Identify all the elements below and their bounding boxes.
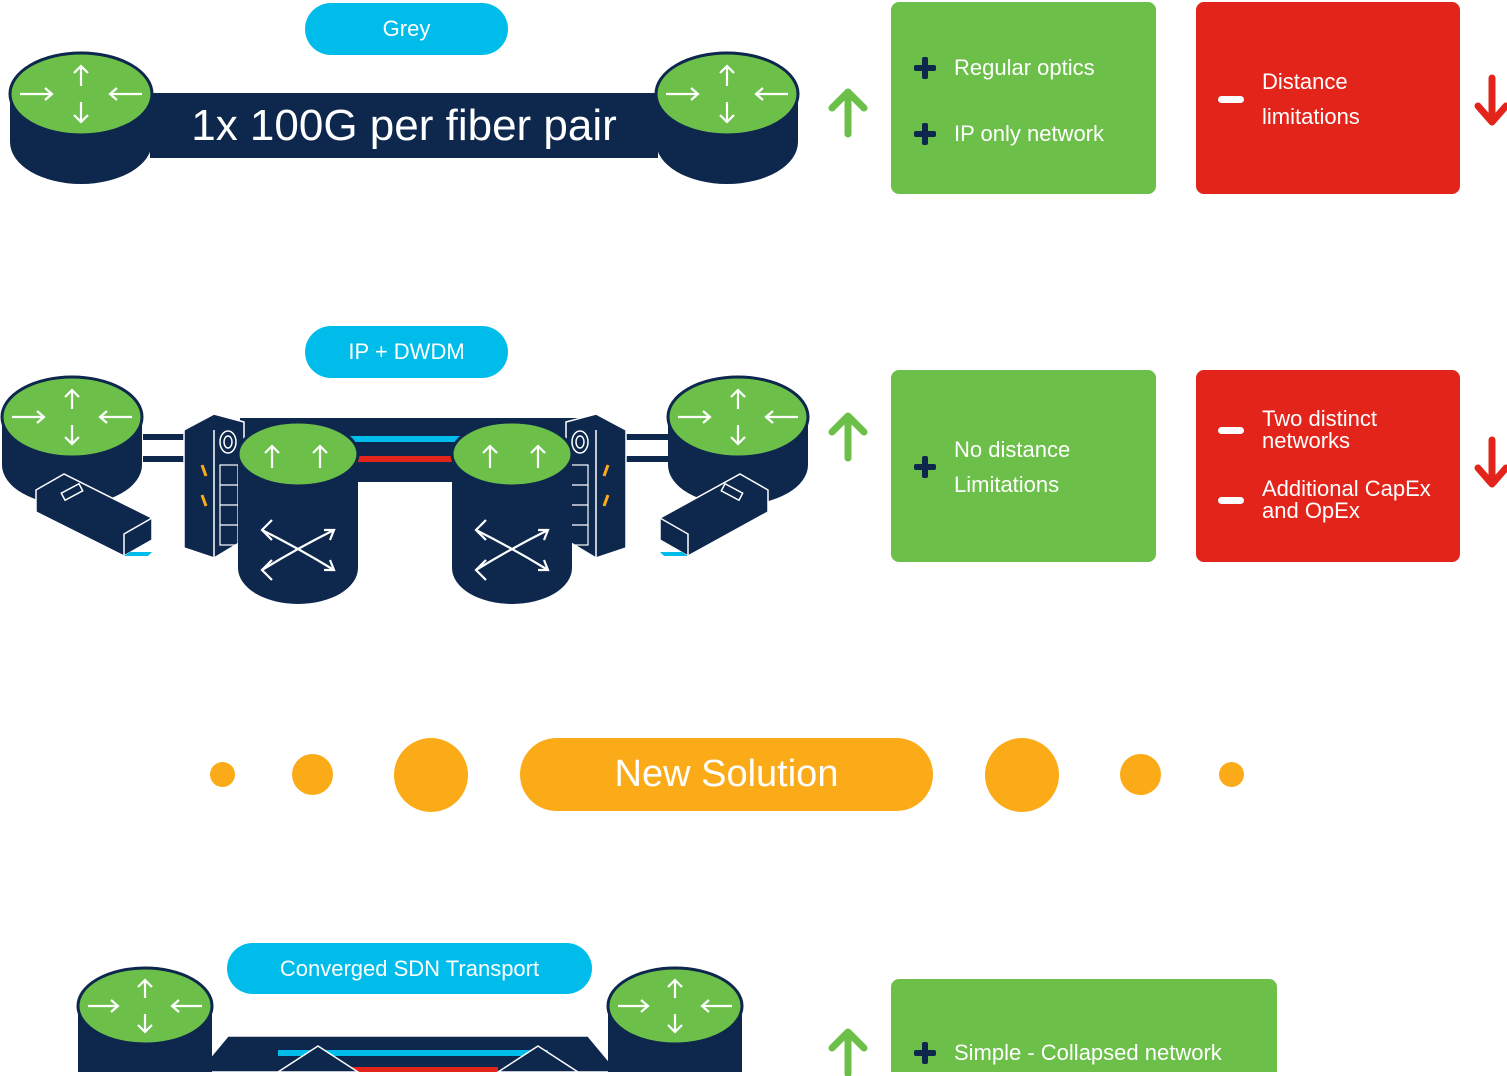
minus-icon [1218,95,1244,103]
plus-icon [914,456,936,478]
divider-dot [1219,762,1244,787]
grey-pill-label: Grey [382,16,431,41]
converged-sdn-diagram [76,966,744,1073]
dwdm-pill-label: IP + DWDM [348,339,465,364]
transceiver-icon [659,473,769,558]
grey-pill: Grey [305,3,508,55]
con-item: Two distinct networks [1218,408,1402,452]
con-text: Two distinct networks [1262,406,1377,453]
cons-box: Two distinct networks Additional CapEx a… [1196,370,1460,562]
router-icon [654,51,800,184]
router-icon [666,375,810,505]
new-solution-banner: New Solution [520,738,933,811]
optical-switch-icon [450,420,574,604]
arrow-up-icon [828,1028,868,1076]
pro-item: Regular optics [914,50,1095,85]
plus-icon [914,1041,936,1064]
new-solution-label: New Solution [614,753,839,795]
pros-box: Regular optics IP only network [891,2,1156,194]
divider-dot [394,738,468,812]
ip-dwdm-diagram [0,375,810,604]
arrow-up-icon [828,88,868,138]
sdn-pill-label: Converged SDN Transport [279,955,540,981]
pro-text: Regular optics [954,55,1095,80]
pro-item: No distance Limitations [914,432,1104,502]
minus-icon [1218,426,1244,434]
arrow-down-icon [1474,436,1507,488]
con-text: Additional CapEx and OpEx [1262,476,1431,523]
pro-text: Simple - Collapsed network [954,1040,1222,1065]
con-text: Distance limitations [1262,69,1360,129]
sdn-pill: Converged SDN Transport [227,943,592,994]
pros-box: No distance Limitations [891,370,1156,562]
router-icon [0,375,144,505]
minus-icon [1218,496,1244,504]
pro-item: IP only network [914,116,1104,151]
router-icon [8,51,154,184]
fiber-link-bar: 1x 100G per fiber pair [150,93,658,158]
optical-switch-icon [236,420,360,604]
divider-dot [1120,754,1161,795]
wavelength-blue-line [350,436,470,442]
fiber-link-label: 1x 100G per fiber pair [191,100,617,150]
con-item: Distance limitations [1218,64,1392,134]
wavelength-red-line [338,1067,498,1072]
arrow-up-icon [828,412,868,462]
pro-item: Simple - Collapsed network [914,1035,1222,1070]
divider-dot [985,738,1059,812]
divider-dot [210,762,235,787]
pro-text: IP only network [954,121,1105,146]
router-icon [76,966,214,1072]
wavelength-red-line [350,456,470,462]
pro-text: No distance Limitations [954,437,1071,497]
plus-icon [914,56,936,79]
con-item: Additional CapEx and OpEx [1218,478,1452,522]
transceiver-icon [35,473,153,558]
dwdm-mux-icon [565,413,627,559]
dwdm-pill: IP + DWDM [305,326,508,378]
router-icon [606,966,744,1072]
divider-dot [292,754,333,795]
wavelength-blue-line [278,1050,548,1056]
cons-box: Distance limitations [1196,2,1460,194]
arrow-down-icon [1474,74,1507,126]
plus-icon [914,122,936,145]
pros-box: Simple - Collapsed network [891,979,1277,1072]
dwdm-mux-icon [183,413,245,559]
